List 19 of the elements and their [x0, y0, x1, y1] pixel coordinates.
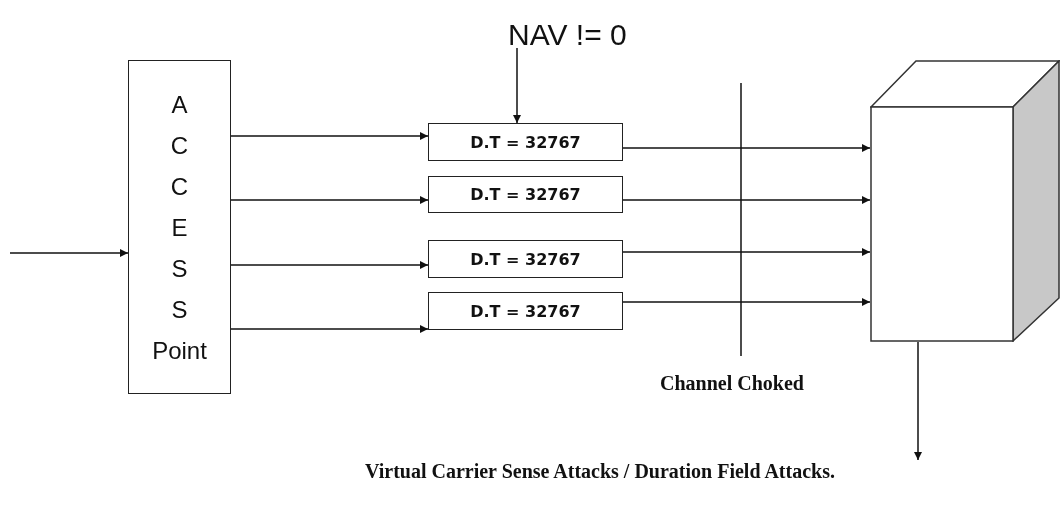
duration-box: D.T = 32767: [428, 123, 623, 161]
condition-text: NAV != 0: [508, 18, 698, 48]
arrow: [622, 196, 871, 204]
arrow: [914, 341, 922, 461]
result-text: Virtual Carrier Sense Attacks / Duration Field Attacks.: [250, 460, 950, 488]
duration-box: D.T = 32767: [428, 240, 623, 278]
arrow: [622, 248, 871, 256]
arrow: [230, 196, 429, 204]
arrow: [230, 132, 429, 140]
channel-label: Channel Choked: [660, 372, 804, 395]
duration-box: D.T = 32767: [428, 292, 623, 330]
arrow: [513, 47, 521, 124]
duration-box: D.T = 32767: [428, 176, 623, 213]
arrow: [230, 325, 429, 333]
arrow: [230, 261, 429, 269]
arrow: [622, 144, 871, 152]
access-point-box: A C C E S S Point: [128, 60, 231, 394]
arrow: [9, 249, 129, 257]
arrow: [622, 298, 871, 306]
